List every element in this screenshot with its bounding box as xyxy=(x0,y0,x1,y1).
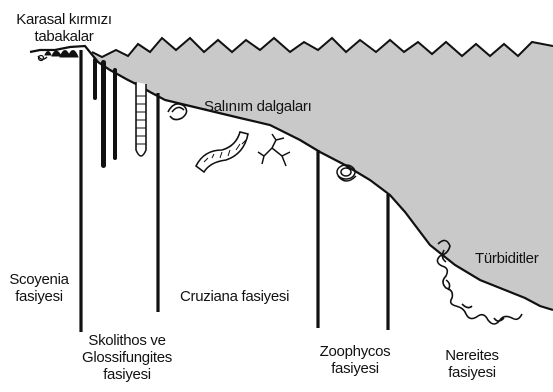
branched-trace xyxy=(258,134,290,166)
label-nereites-line-1: Nereites xyxy=(432,347,512,364)
label-turbidites-text: Türbiditler xyxy=(475,250,538,267)
label-scoyenia-facies: Scoyenia fasiyesi xyxy=(6,271,72,305)
label-zoophycos-line-1: Zoophycos xyxy=(310,343,400,360)
red-beds-burrows xyxy=(38,56,47,61)
label-turbidites: Türbiditler xyxy=(475,250,538,267)
zoophycos-trace xyxy=(337,165,356,181)
label-skolithos-facies: Skolithos ve Glossifungites fasiyesi xyxy=(72,332,182,383)
label-cruziana-facies: Cruziana fasiyesi xyxy=(180,288,289,305)
label-skolithos-line-3: fasiyesi xyxy=(72,366,182,383)
label-scoyenia-line-1: Scoyenia xyxy=(6,271,72,288)
red-beds-mounds xyxy=(45,51,78,58)
label-zoophycos-line-2: fasiyesi xyxy=(310,360,400,377)
label-skolithos-line-1: Skolithos ve xyxy=(72,332,182,349)
label-continental-red-beds-line-1: Karasal kırmızı xyxy=(4,11,124,28)
cruziana-trace xyxy=(196,132,248,172)
label-skolithos-line-2: Glossifungites xyxy=(72,349,182,366)
sea-body xyxy=(92,38,553,310)
label-scoyenia-line-2: fasiyesi xyxy=(6,288,72,305)
ripple-trace xyxy=(168,104,187,120)
label-cruziana-text: Cruziana fasiyesi xyxy=(180,288,289,305)
label-continental-red-beds-line-2: tabakalar xyxy=(4,28,124,45)
label-ripples: Salınım dalgaları xyxy=(204,98,311,115)
label-nereites-line-2: fasiyesi xyxy=(432,364,512,381)
label-ripples-text: Salınım dalgaları xyxy=(204,98,311,115)
label-zoophycos-facies: Zoophycos fasiyesi xyxy=(310,343,400,377)
label-nereites-facies: Nereites fasiyesi xyxy=(432,347,512,381)
label-continental-red-beds: Karasal kırmızı tabakalar xyxy=(4,11,124,45)
